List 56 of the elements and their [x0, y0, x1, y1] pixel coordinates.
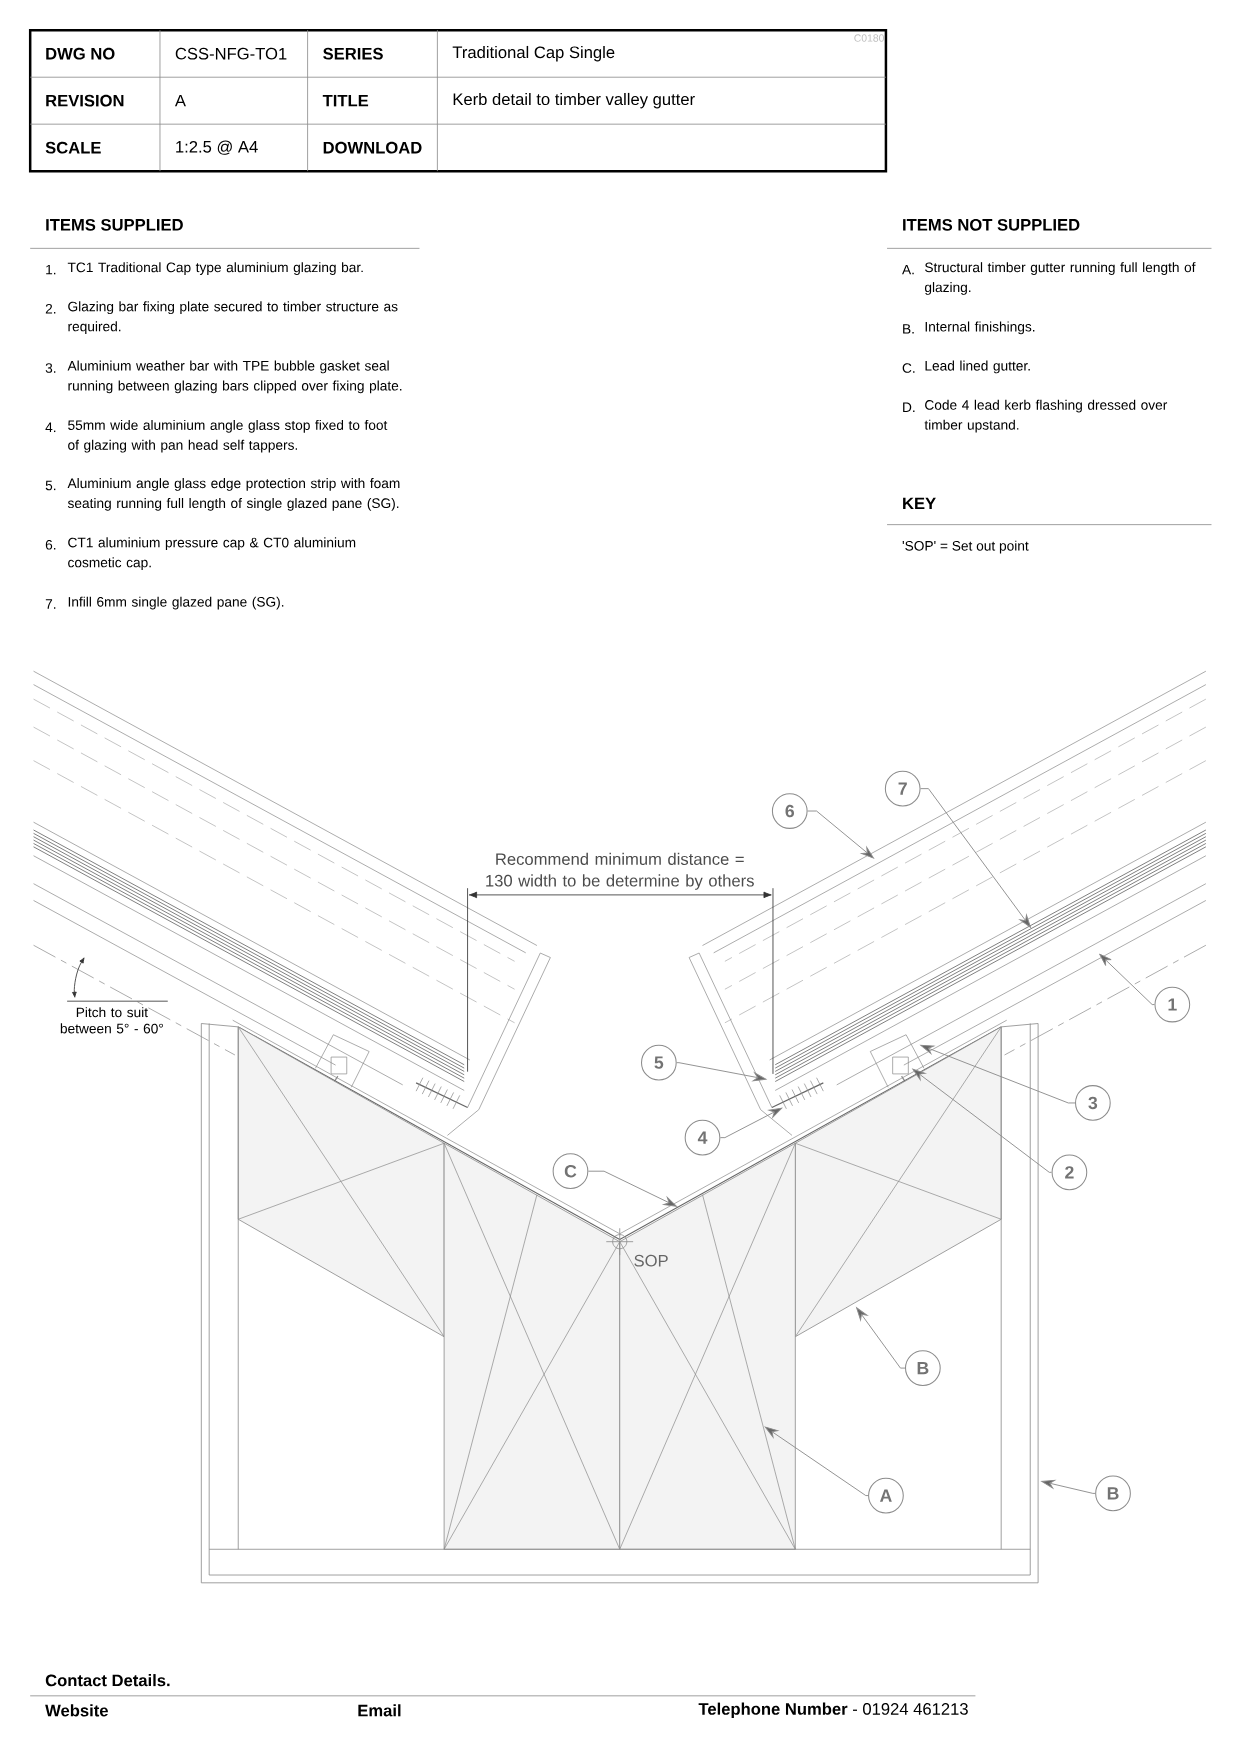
list-letter: D.: [903, 402, 915, 412]
leader-line: [912, 1068, 1053, 1173]
list-number: 1.: [46, 264, 56, 275]
leader-line: [1041, 1479, 1096, 1494]
list-item: Code 4 lead kerb flashing dressed over timber upstand.: [924, 399, 1168, 433]
table-header: TITLE: [323, 94, 369, 107]
contact-label: Website: [45, 1704, 109, 1717]
dimension-label: Recommend minimum distance = 130 width to be determine by others: [486, 852, 755, 890]
list-number: 7.: [46, 599, 56, 609]
leader-line: [1099, 953, 1156, 1005]
contact-phone: Telephone Number - 01924 461213: [698, 1702, 969, 1719]
list-item: Glazing bar fixing plate secured to timber structure as required.: [68, 301, 398, 335]
leader-line: [765, 1426, 869, 1497]
section-heading: ITEMS NOT SUPPLIED: [903, 218, 1080, 231]
list-number: 6.: [46, 539, 56, 550]
list-number: 2.: [46, 303, 56, 314]
table-header: SCALE: [45, 141, 101, 154]
drawing-code: C0180: [854, 34, 885, 42]
contact-label: Email: [358, 1704, 401, 1717]
table-header: DOWNLOAD: [323, 141, 422, 154]
pitch-note: Pitch to suit between 5° - 60°: [61, 1007, 164, 1034]
list-letter: C.: [902, 363, 915, 373]
table-value: A: [175, 94, 187, 107]
list-number: 5.: [45, 480, 56, 491]
table-header: SERIES: [323, 47, 384, 60]
point-label: SOP: [634, 1254, 668, 1267]
list-letter: A.: [902, 264, 914, 275]
list-item: Internal finishings.: [925, 321, 1035, 335]
leader-line: [676, 1062, 767, 1082]
leader-line: [920, 1044, 1076, 1104]
section-heading: ITEMS SUPPLIED: [46, 218, 184, 231]
key-note: 'SOP' = Set out point: [902, 540, 1029, 554]
table-value: CSS-NFG-TO1: [176, 47, 287, 60]
table-header: REVISION: [46, 94, 124, 107]
list-item: Structural timber gutter running full length of glazing.: [925, 262, 1196, 295]
list-item: TC1 Traditional Cap type aluminium glazing bar.: [68, 262, 363, 275]
leader-line: [720, 1107, 783, 1139]
list-number: 3.: [45, 363, 56, 373]
section-heading: KEY: [903, 497, 937, 510]
list-letter: B.: [903, 324, 914, 334]
leader-line: [588, 1170, 678, 1207]
list-item: Infill 6mm single glazed pane (SG).: [69, 596, 284, 610]
list-item: Aluminium angle glass edge protection strip with foam seating running full length of single glazed pane (SG).: [67, 478, 400, 511]
leader-line: [856, 1307, 906, 1369]
list-item: Aluminium weather bar with TPE bubble gasket seal running between glazing bars clipped over fixing plate.: [67, 360, 402, 394]
table-value: 1:2.5 @ A4: [176, 140, 258, 155]
table-value: Kerb detail to timber valley gutter: [453, 92, 695, 109]
list-item: CT1 aluminium pressure cap & CT0 aluminium cosmetic cap.: [68, 537, 356, 571]
leader-line: [807, 810, 875, 859]
table-value: Traditional Cap Single: [452, 45, 615, 62]
list-item: 55mm wide aluminium angle glass stop fixed to foot of glazing with pan head self tappers.: [68, 419, 388, 453]
leader-line: [920, 788, 1032, 928]
contact-heading: Contact Details.: [46, 1674, 170, 1687]
list-number: 4.: [45, 422, 56, 433]
table-header: DWG NO: [46, 47, 115, 60]
list-item: Lead lined gutter.: [925, 360, 1030, 374]
